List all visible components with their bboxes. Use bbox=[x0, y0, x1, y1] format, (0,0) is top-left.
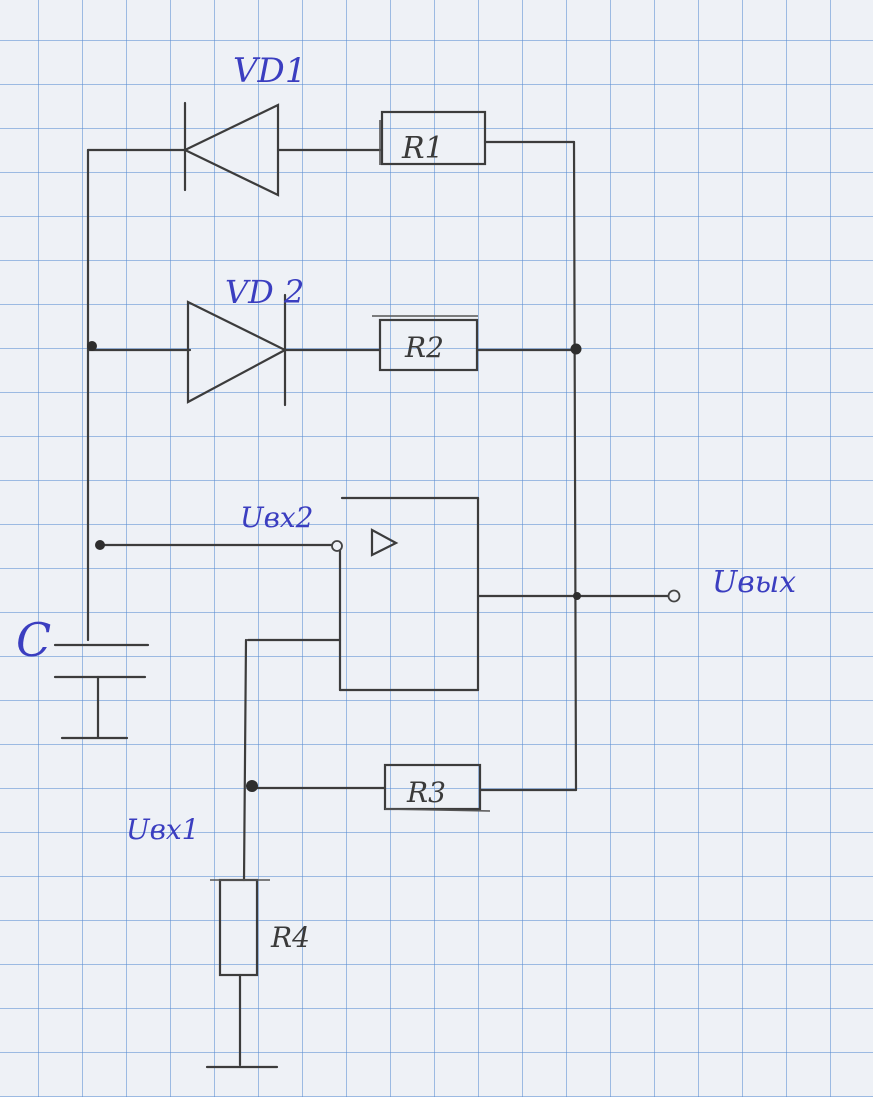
label-uin2: Uвх2 bbox=[240, 501, 314, 534]
junction-dot bbox=[570, 343, 582, 355]
comparator-block bbox=[338, 496, 480, 692]
comparator-triangle-icon bbox=[370, 528, 399, 557]
resistor-r2 bbox=[378, 318, 479, 372]
diode-vd2 bbox=[186, 293, 288, 407]
label-r4: R4 bbox=[270, 921, 310, 954]
label-uout: Uвых bbox=[712, 565, 796, 600]
resistor-r1 bbox=[380, 110, 487, 166]
diode-vd1-triangle bbox=[182, 103, 280, 197]
right-rail-wire bbox=[572, 140, 578, 792]
resistor-r3 bbox=[383, 763, 482, 811]
label-c: C bbox=[16, 613, 51, 667]
label-r3: R3 bbox=[406, 776, 446, 809]
junction-dot bbox=[95, 540, 105, 550]
diode-vd1 bbox=[182, 101, 280, 197]
wire-uin1-vertical bbox=[242, 638, 248, 882]
resistor-r4 bbox=[218, 878, 259, 977]
uin2-pin bbox=[331, 540, 343, 552]
junction-dot bbox=[573, 592, 581, 600]
label-r1: R1 bbox=[401, 131, 444, 166]
label-vd2: VD 2 bbox=[225, 273, 304, 311]
resistor-r3-sketch-line bbox=[384, 808, 491, 812]
junction-dot bbox=[87, 341, 97, 351]
label-r2: R2 bbox=[404, 331, 444, 364]
diode-vd2-triangle bbox=[186, 300, 288, 404]
uout-pin bbox=[667, 589, 681, 603]
junction-dot bbox=[246, 780, 258, 792]
label-vd1: VD1 bbox=[233, 51, 306, 91]
branch-vd1-r1 bbox=[86, 140, 578, 792]
label-uin1: Uвх1 bbox=[126, 813, 200, 846]
